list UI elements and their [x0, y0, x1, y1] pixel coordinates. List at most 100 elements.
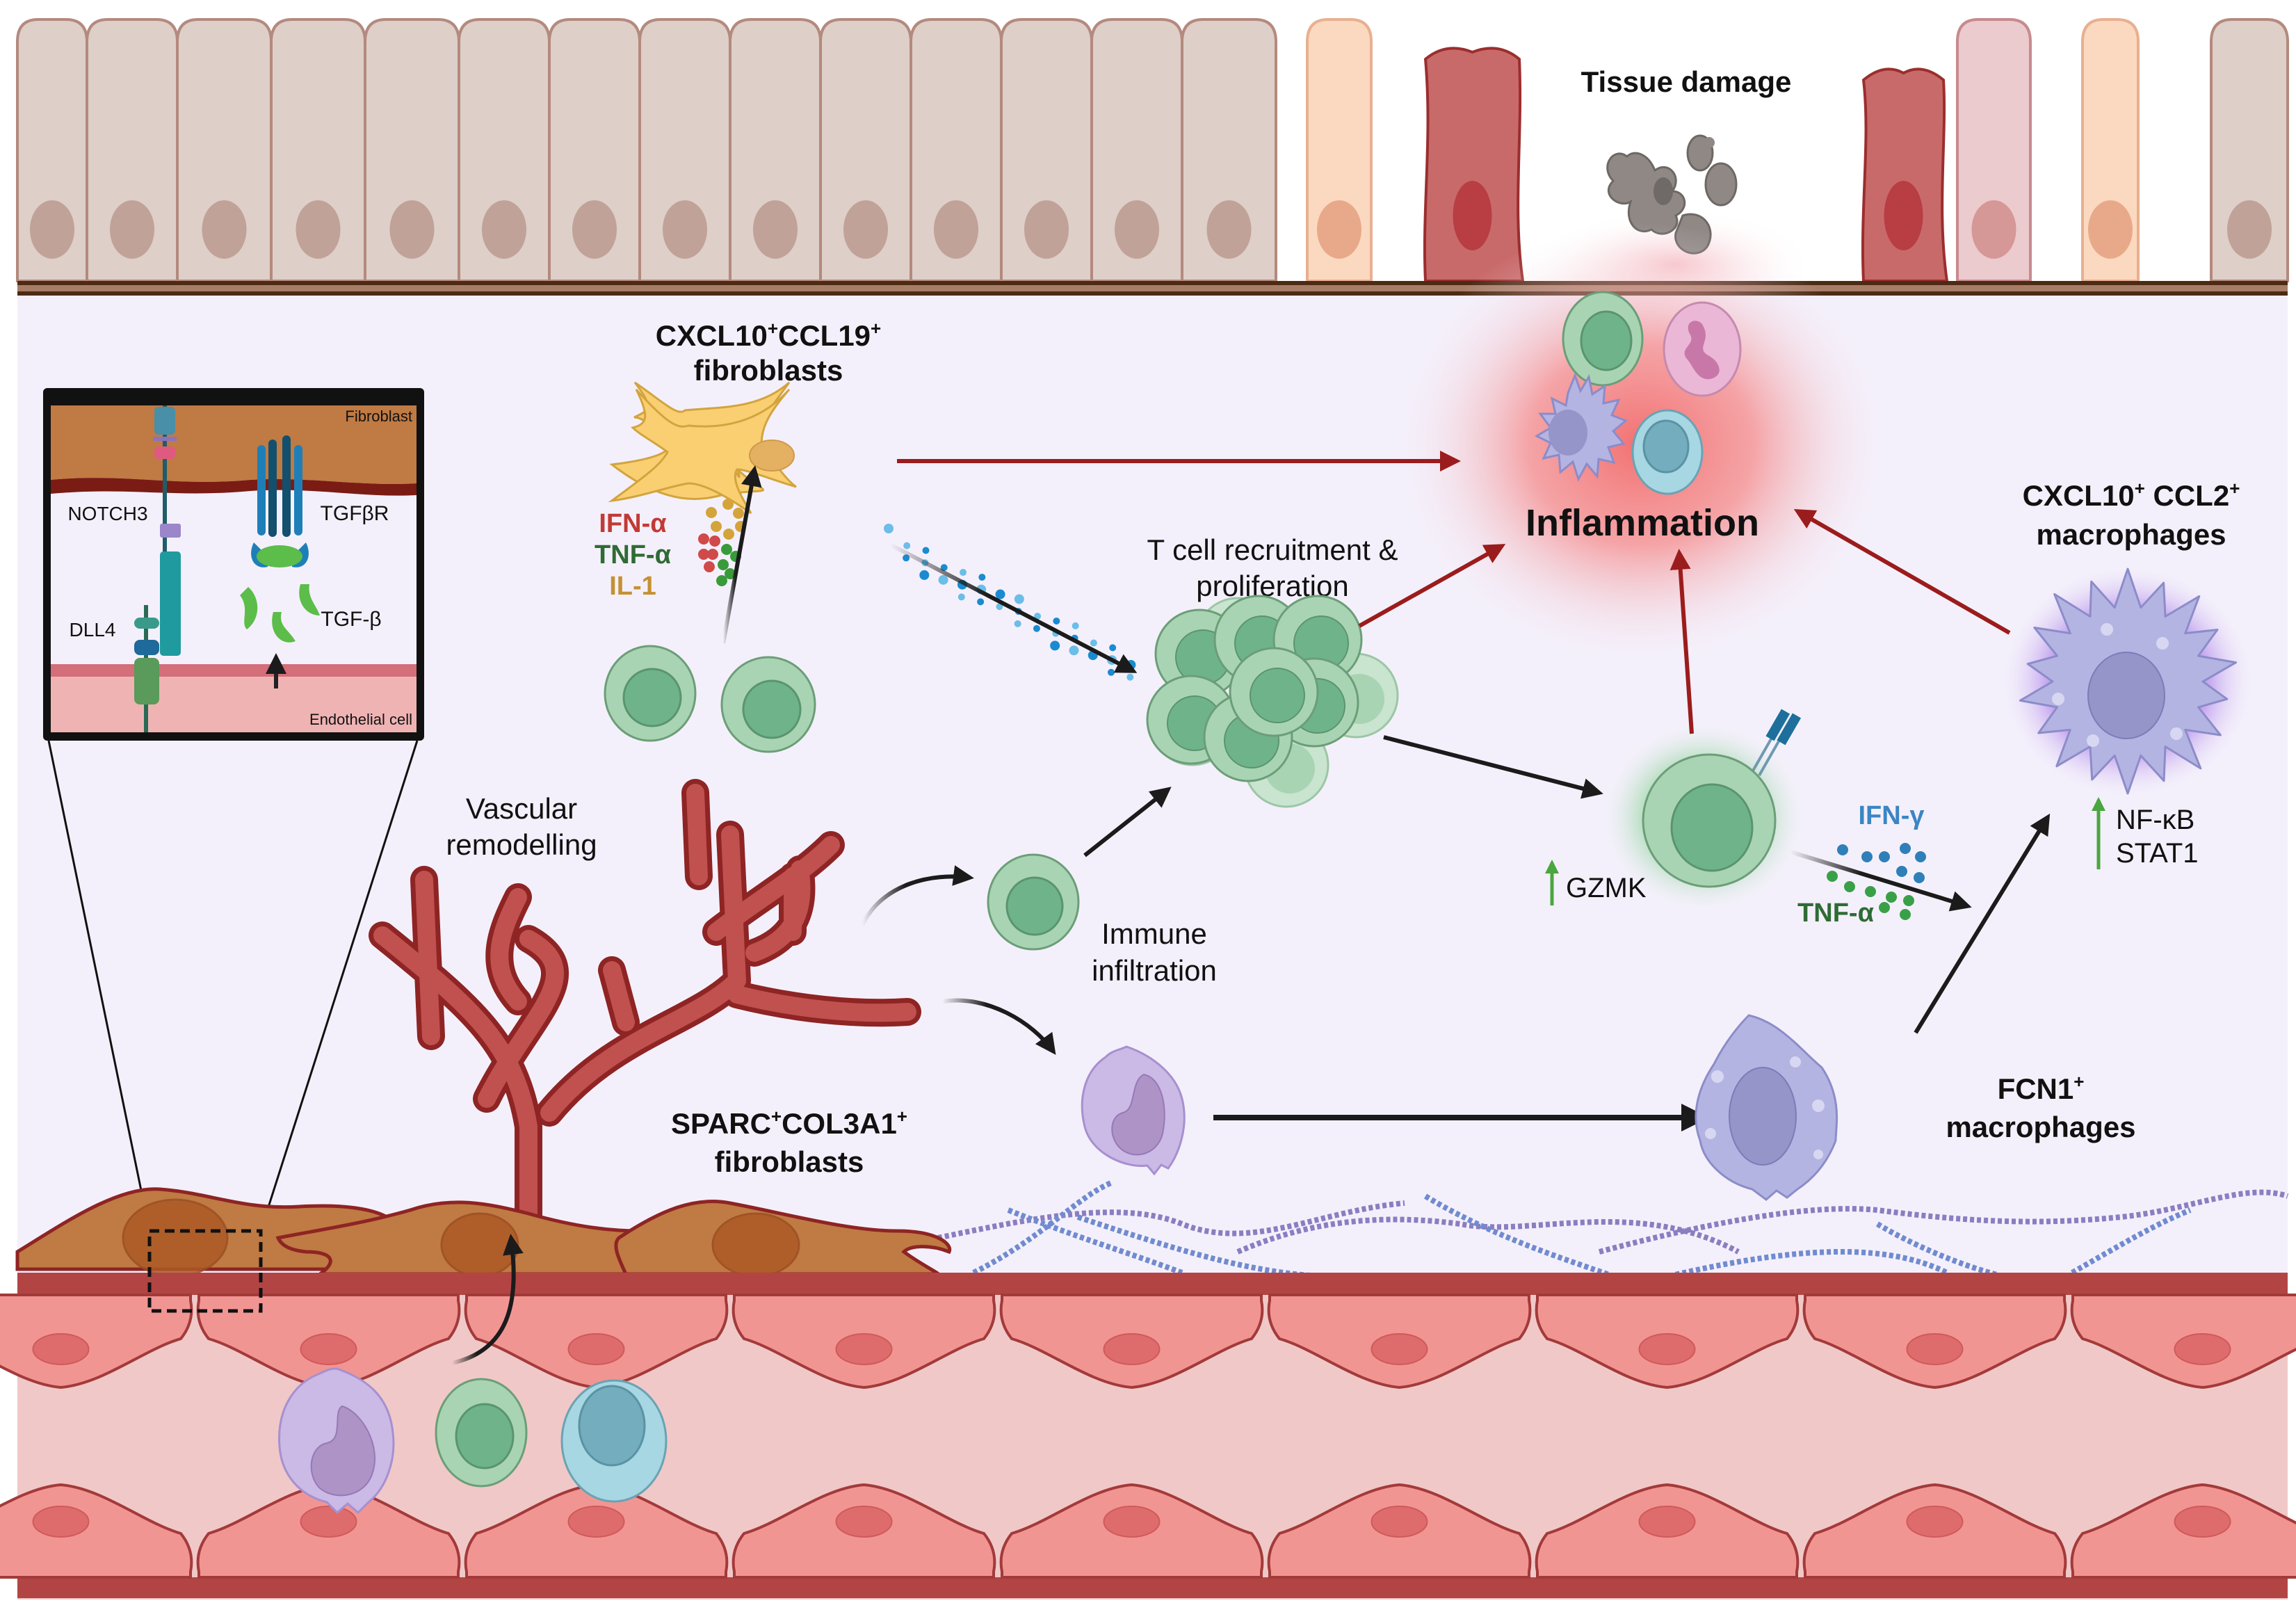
- damaged-epithelial-cell: [1423, 47, 1525, 282]
- tnf-alpha-dot: [1865, 886, 1876, 897]
- infiltration-curved-arrow: [860, 865, 974, 926]
- cell-nucleus: [843, 200, 888, 259]
- basement-membrane-dark: [17, 291, 2288, 296]
- endothelial-nucleus: [1371, 1333, 1428, 1365]
- cxcl10-ccl19-label-line1: CXCL10+CCL19+: [656, 318, 881, 352]
- chemokine-dot: [1034, 613, 1042, 620]
- tcell-to-inflammation-arrow: [1670, 549, 1694, 734]
- endothelial-nucleus: [567, 1506, 625, 1538]
- chemokine-dot: [884, 524, 894, 533]
- chemokine-dot: [922, 547, 930, 554]
- tnf-alpha-dot: [1886, 892, 1897, 903]
- endothelial-nucleus: [1103, 1333, 1161, 1365]
- fcn1-to-cxcl10-macrophage-arrow: [1914, 813, 2051, 1034]
- immune-label-line1: Immune: [1101, 917, 1207, 950]
- cytokine-ifn-alpha: IFN-α: [599, 509, 666, 538]
- endothelial-nucleus: [32, 1333, 90, 1365]
- cytokine-tnf-alpha: TNF-α: [595, 540, 671, 570]
- cxcl10-ccl2-macrophage: [2019, 567, 2238, 795]
- tcell-nucleus: [1250, 668, 1305, 723]
- cell-nucleus: [663, 200, 707, 259]
- blood-vessel: [0, 1273, 2296, 1600]
- cytokine-dot: [723, 529, 734, 540]
- recruitment-arrow: [889, 542, 1138, 673]
- gzmk-label: GZMK: [1566, 873, 1647, 903]
- cluster-to-inflammation-arrow: [1358, 544, 1506, 628]
- endothelial-nucleus: [1371, 1506, 1428, 1538]
- macrophage-to-inflammation-arrow: [1793, 509, 2011, 635]
- endothelial-nucleus: [300, 1506, 357, 1538]
- cell-nucleus: [1453, 181, 1492, 250]
- circulating-tcell: [435, 1378, 528, 1488]
- chemokine-dot: [1050, 641, 1060, 651]
- cytokine-dot: [722, 499, 734, 510]
- cytokine-dot: [716, 575, 727, 586]
- inset-panel: Fibroblast Endothelial cell NOTCH3 DLL4 …: [43, 388, 424, 1232]
- inset-fibroblast-label: Fibroblast: [345, 408, 412, 425]
- tgfb-label: TGF-β: [321, 608, 381, 631]
- endothelial-nucleus: [1103, 1506, 1161, 1538]
- cytokine-dot: [698, 533, 709, 545]
- fcn1-label-line1: FCN1+: [1998, 1071, 2085, 1105]
- chemokine-dot: [995, 589, 1005, 599]
- monocyte-blue-cell: [1631, 409, 1704, 495]
- chemokine-dot: [919, 570, 930, 580]
- cytokine-dot: [706, 507, 717, 518]
- tcell-cytokine-dots: [1827, 843, 1926, 920]
- lymphocyte-cell: [1562, 291, 1644, 387]
- endothelial-nucleus: [1906, 1333, 1964, 1365]
- sparc-label-line2: fibroblasts: [715, 1145, 864, 1178]
- tnf-alpha-label: TNF-α: [1797, 899, 1874, 928]
- vacuole: [2087, 734, 2099, 747]
- tcell-recruitment-line1: T cell recruitment &: [1147, 533, 1398, 566]
- epithelial-cell: [1181, 18, 1277, 282]
- cxcl10-ccl2-label-line1: CXCL10+ CCL2+: [2023, 478, 2240, 512]
- cell-nucleus: [1024, 200, 1069, 259]
- chemokine-dot: [1107, 668, 1115, 676]
- cell-nucleus: [2088, 200, 2133, 259]
- notch3-label: NOTCH3: [67, 503, 147, 524]
- chemokine-dot: [1053, 617, 1060, 625]
- tnf-alpha-dot: [1903, 895, 1914, 906]
- endothelial-nucleus: [567, 1333, 625, 1365]
- neutrophil-cell: [1663, 301, 1742, 397]
- sparc-label-line1: SPARC+COL3A1+: [671, 1106, 907, 1140]
- fcn1-macrophage: [1695, 1014, 1838, 1201]
- cell-nucleus: [389, 200, 435, 259]
- ifn-gamma-dot: [1900, 843, 1911, 854]
- cytokine-dot: [733, 508, 744, 519]
- cytokine-dot: [709, 535, 720, 547]
- cell-nucleus: [753, 200, 798, 259]
- endothelial-nucleus: [1638, 1333, 1696, 1365]
- infiltrating-tcell: [987, 853, 1080, 951]
- chemokine-dot: [957, 593, 965, 601]
- vascular-label-line2: remodelling: [446, 828, 597, 861]
- chemokine-dot: [1126, 673, 1134, 681]
- ifn-gamma-dot: [1879, 851, 1890, 862]
- macrophage-nucleus: [2087, 652, 2165, 739]
- cxcl10-ccl19-label-line2: fibroblasts: [694, 354, 843, 387]
- chemokine-dot: [996, 603, 1003, 611]
- cell-nucleus: [2227, 200, 2272, 259]
- dendritic-cell: [1534, 372, 1628, 482]
- monocyte-cell: [1081, 1045, 1186, 1176]
- circulating-blue-cell: [560, 1379, 668, 1503]
- tcell-cluster: [1146, 595, 1399, 808]
- cell-nucleus: [30, 200, 74, 259]
- cytokine-dot: [721, 544, 732, 555]
- vacuole: [2156, 637, 2169, 650]
- chemokine-dot: [1014, 594, 1024, 604]
- immune-label-line2: infiltration: [1092, 954, 1217, 987]
- dead-cell-debris: [1606, 134, 1738, 255]
- infiltration-to-cluster-arrow: [1083, 787, 1172, 857]
- gzmk-tcell: [1642, 709, 1802, 888]
- endothelial-nucleus: [2174, 1333, 2231, 1365]
- dll4-label: DLL4: [70, 619, 116, 641]
- ifn-gamma-dot: [1896, 866, 1907, 877]
- cell-nucleus: [1884, 181, 1923, 250]
- vascular-label-line1: Vascular: [466, 792, 577, 825]
- basement-membrane-dark: [17, 281, 2288, 285]
- endothelial-nucleus: [2174, 1506, 2231, 1538]
- tnf-alpha-dot: [1827, 871, 1838, 882]
